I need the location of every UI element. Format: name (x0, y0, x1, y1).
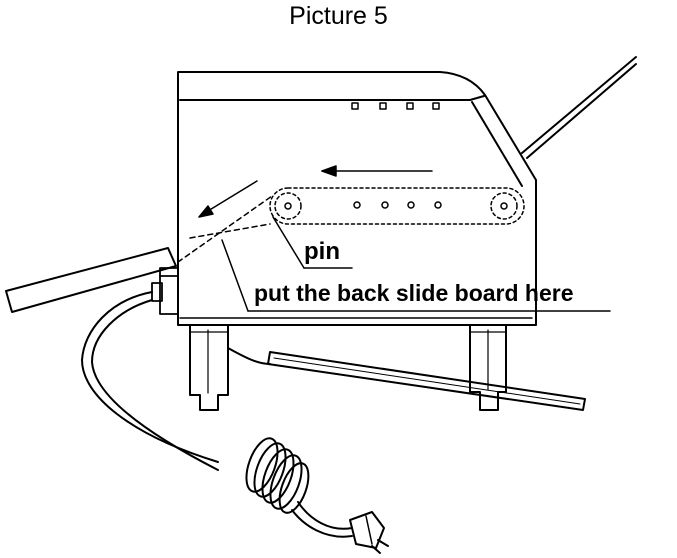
figure-title: Picture 5 (289, 2, 388, 30)
board-holes (284, 201, 508, 210)
side-connector (151, 267, 179, 315)
back-slide-board (267, 351, 586, 411)
pin-label: pin (304, 238, 340, 265)
rod (521, 56, 637, 159)
top-bevel-line (179, 95, 485, 101)
vent-holes (351, 102, 440, 110)
machine-body (177, 71, 537, 326)
insertion-path (177, 195, 273, 263)
slide-direction-arrow (321, 165, 433, 177)
side-edge-line (471, 101, 523, 187)
power-cord (81, 291, 271, 471)
front-leg (189, 324, 229, 411)
insertion-arrow (198, 180, 258, 218)
label-leaders (221, 216, 611, 312)
back-leg (469, 324, 507, 411)
cord-coil (245, 437, 310, 514)
body-outline (177, 71, 537, 326)
handle (5, 247, 177, 313)
power-plug (349, 511, 389, 554)
slide-board-dotted (269, 187, 525, 225)
slide-board-label: put the back slide board here (254, 280, 574, 306)
cord-to-plug (291, 501, 353, 538)
